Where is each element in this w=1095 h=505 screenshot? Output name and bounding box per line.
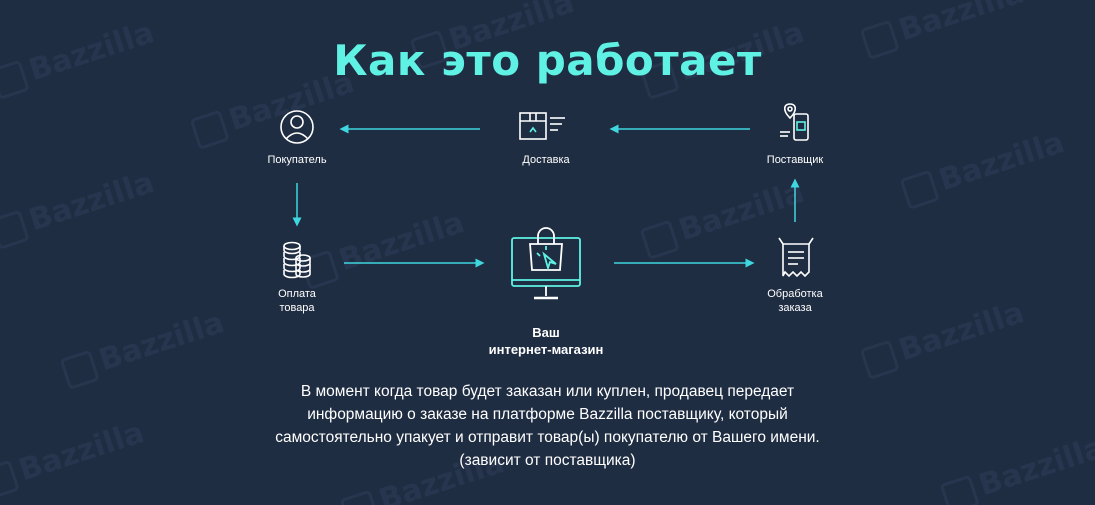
watermark-logo: Bazzilla [0,415,148,500]
supplier-label: Поставщик [766,154,824,166]
description-line3: самостоятельно упакует и отправит товар(… [275,429,820,446]
coins-icon [283,241,311,279]
watermark-icon [939,474,980,505]
receipt-icon [778,237,814,278]
watermark-icon [0,459,20,500]
watermark-icon [339,489,380,505]
payment-label-line2: товара [279,302,315,314]
online-shop-monitor-icon [511,227,581,300]
buyer-label: Покупатель [267,154,327,166]
workflow-diagram [280,103,814,300]
description: В момент когда товар будет заказан или к… [190,380,905,472]
page-title: Как это работает [333,36,762,85]
description-line1: В момент когда товар будет заказан или к… [300,383,795,400]
shop-label-line1: Ваш [532,325,560,340]
watermark-text: Bazzilla [14,415,149,489]
watermark-text: Bazzilla [974,430,1095,504]
processing-label: Обработка заказа [725,287,865,315]
payment-label-line1: Оплата [278,288,316,300]
supplier-phone-icon [780,103,809,141]
payment-label: Оплата товара [227,287,367,315]
shop-label-line2: интернет-магазин [488,342,604,357]
description-line2: информацию о заказе на платформе Bazzill… [307,406,788,423]
watermark-logo: Bazzilla [939,430,1095,505]
processing-label-line2: заказа [778,302,812,314]
shop-label: Ваш интернет-магазин [446,324,646,358]
description-line4: (зависит от поставщика) [459,452,636,469]
delivery-box-icon [519,112,565,140]
processing-label-line1: Обработка [767,288,823,300]
delivery-label: Доставка [522,154,570,166]
buyer-icon [280,110,314,144]
